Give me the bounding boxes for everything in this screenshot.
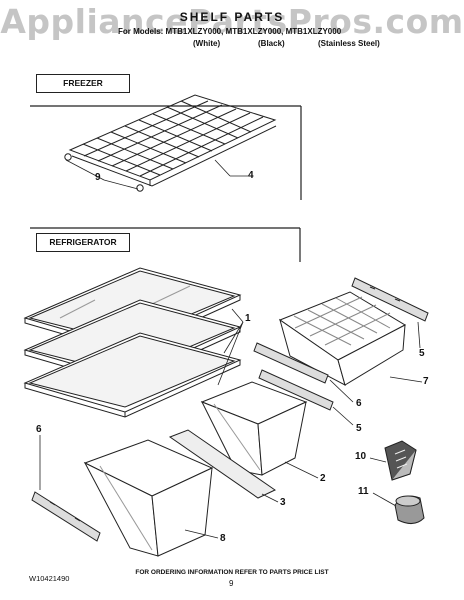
freezer-wire-shelf	[64, 94, 277, 192]
section-label-freezer: FREEZER	[36, 74, 130, 93]
variant-white: (White)	[193, 39, 221, 48]
callout-wire-shelf: 4	[248, 170, 254, 181]
callout-crisper-drawer-left: 8	[220, 533, 226, 544]
variant-stainless: (Stainless Steel)	[318, 39, 380, 48]
shelf-support-rail-top	[351, 277, 429, 322]
callout-left-bracket: 6	[36, 424, 42, 435]
callout-crisper-tray: 7	[423, 376, 429, 387]
callout-wire-shelf-clip: 9	[95, 172, 101, 183]
accessory-cup	[394, 495, 425, 524]
egg-tray	[384, 440, 417, 481]
callout-accessory-cup: 11	[358, 486, 369, 497]
crisper-tray	[278, 291, 407, 386]
section-label-refrigerator: REFRIGERATOR	[36, 233, 130, 252]
page-title: SHELF PARTS	[179, 10, 285, 24]
callout-glass-shelves: 1	[245, 313, 251, 324]
callout-shelf-support-lower: 5	[356, 423, 362, 434]
crisper-drawer-left	[83, 439, 214, 557]
callout-crisper-cover: 3	[280, 497, 286, 508]
callout-shelf-bracket: 6	[356, 398, 362, 409]
ordering-note: FOR ORDERING INFORMATION REFER TO PARTS …	[135, 569, 329, 576]
watermark: AppliancePartsPros.com	[0, 2, 464, 41]
callout-egg-tray: 10	[355, 451, 367, 462]
variant-black: (Black)	[258, 39, 285, 48]
crisper-drawer-right	[200, 381, 308, 476]
page-number: 9	[229, 579, 234, 588]
callout-crisper-drawer-right: 2	[320, 473, 326, 484]
shelf-bracket-left	[31, 491, 101, 542]
document-number: W10421490	[29, 574, 70, 583]
glass-shelves	[23, 267, 242, 418]
crisper-cover	[168, 429, 276, 499]
callout-shelf-support-right: 5	[419, 348, 425, 359]
model-list: For Models: MTB1XLZY000, MTB1XLZY000, MT…	[118, 27, 342, 36]
shelf-bracket-middle	[253, 342, 334, 411]
